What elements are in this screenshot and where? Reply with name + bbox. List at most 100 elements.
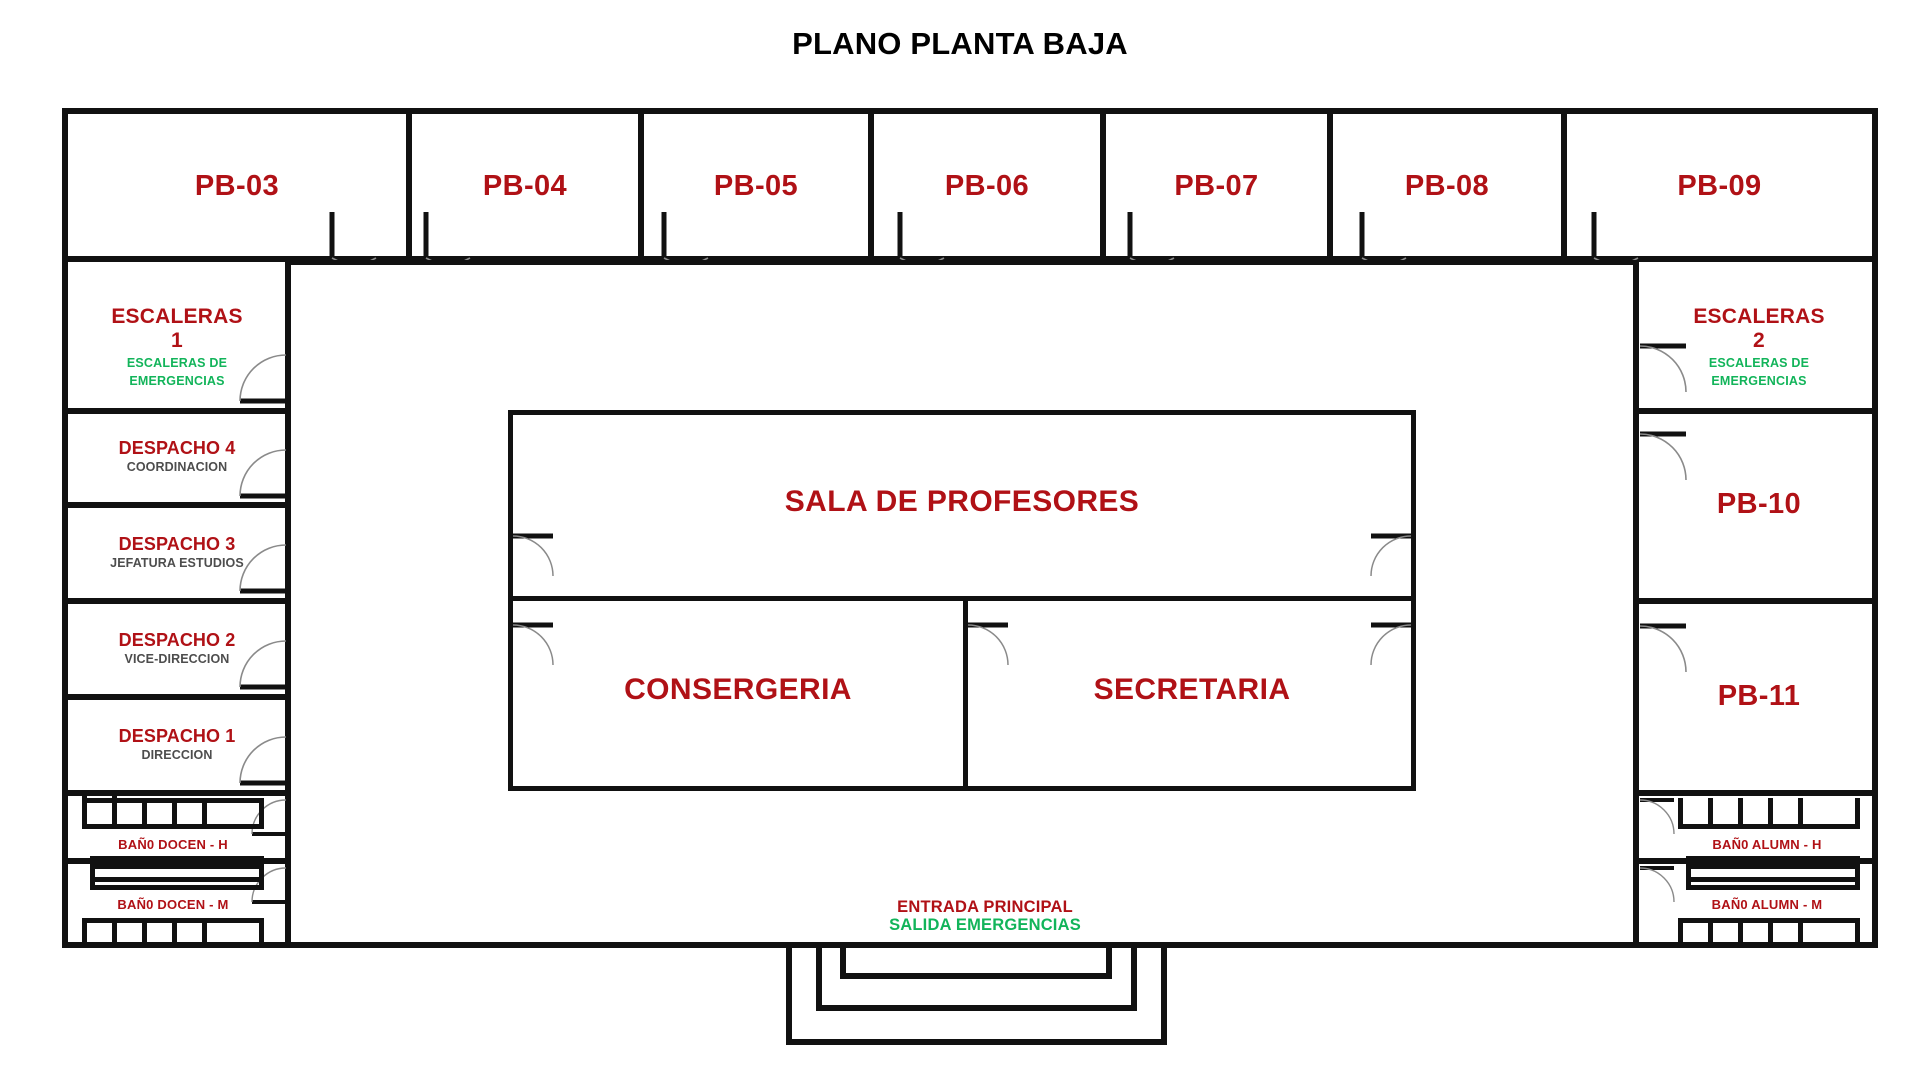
room-name: PB-10 xyxy=(1716,488,1802,520)
door-bano-alumn-m xyxy=(1639,866,1678,906)
room-name: PB-06 xyxy=(944,170,1030,202)
wc-alumn-h-stall-div-2 xyxy=(1708,798,1713,829)
room-name: PB-03 xyxy=(194,170,280,202)
door-pb-03 xyxy=(329,212,386,265)
door-pb-07 xyxy=(1127,212,1184,265)
room-name: ESCALERAS xyxy=(111,305,243,328)
door-pb-11 xyxy=(1639,623,1692,678)
room-name: PB-07 xyxy=(1174,170,1259,202)
wall-left-stairs-bottom xyxy=(62,408,291,414)
wall-classroom-row-bottom xyxy=(62,256,1878,262)
room-name: SECRETARIA xyxy=(1093,673,1291,706)
wc-docen-m-stall-div-6 xyxy=(259,918,264,948)
entrance-main-label: ENTRADA PRINCIPAL xyxy=(897,898,1073,916)
wc-alumn-h-sink-bottom xyxy=(1686,877,1860,882)
wall-divider-pb07-pb08 xyxy=(1327,108,1333,260)
door-despacho-2 xyxy=(239,640,292,693)
room-label-pb-04: PB-04 xyxy=(412,170,638,202)
entrance-emergency-label: SALIDA EMERGENCIAS xyxy=(889,916,1081,935)
room-name: PB-09 xyxy=(1677,170,1762,202)
wc-docen-m-sink-left xyxy=(90,864,95,890)
wc-docen-h-sink-bottom xyxy=(90,877,264,882)
wc-alumn-h-sink-top xyxy=(1686,856,1860,861)
door-sala-profesores-left xyxy=(512,533,559,582)
wc-docen-m-sink-top xyxy=(90,864,264,869)
wall-outer-right xyxy=(1872,108,1878,948)
room-label-consergeria: CONSERGERIA xyxy=(513,673,963,707)
wall-right-pb11-bottom xyxy=(1639,790,1878,796)
room-name: PB-05 xyxy=(713,170,799,202)
entrance-step-mid-right xyxy=(1131,945,1137,1011)
room-name: PB-04 xyxy=(482,170,568,202)
page-title: PLANO PLANTA BAJA xyxy=(792,26,1128,61)
door-consergeria xyxy=(512,622,559,671)
wall-divider-pb03-pb04 xyxy=(406,108,412,260)
door-pb-04 xyxy=(423,212,480,265)
wc-alumn-m-stall-div-4 xyxy=(1768,918,1773,948)
wc-docen-m-sink-right xyxy=(259,864,264,890)
wall-corridor-top xyxy=(285,260,1639,265)
wc-docen-m-stall-div-4 xyxy=(172,918,177,948)
room-name: SALA DE PROFESORES xyxy=(784,485,1140,518)
wc-alumn-m-stall-div-1 xyxy=(1678,918,1683,948)
wc-alumn-h-stall-div-1 xyxy=(1678,798,1683,829)
door-pb-08 xyxy=(1359,212,1416,265)
door-escaleras-2 xyxy=(1639,343,1692,398)
wc-docen-h-stall-div-2 xyxy=(112,798,117,829)
room-name: BAÑ0 ALUMN - M xyxy=(1711,897,1823,912)
wall-left-desp2-bottom xyxy=(62,694,291,700)
room-label-sala-de-profesores: SALA DE PROFESORES xyxy=(513,485,1411,519)
wall-outer-left xyxy=(62,108,68,948)
entrance-step-outer-bottom xyxy=(786,1039,1167,1045)
wc-alumn-h-stall-div-6 xyxy=(1855,798,1860,829)
wall-corridor-left xyxy=(285,260,291,948)
wc-docen-m-stall-div-2 xyxy=(112,918,117,948)
wall-corridor-right xyxy=(1633,260,1639,948)
wc-alumn-m-sink-left xyxy=(1686,864,1691,890)
room-label-secretaria: SECRETARIA xyxy=(968,673,1416,707)
door-pb-06 xyxy=(897,212,954,265)
wall-divider-pb04-pb05 xyxy=(638,108,644,260)
wc-docen-h-stall-div-1 xyxy=(82,798,87,829)
wc-docen-h-stall-div-3 xyxy=(142,798,147,829)
room-label-pb-03: PB-03 xyxy=(68,170,406,202)
door-sala-profesores-right xyxy=(1370,533,1417,582)
wc-docen-m-sink-bottom xyxy=(90,885,264,890)
room-label-pb-11: PB-11 xyxy=(1645,680,1873,712)
entrance-step-mid-left xyxy=(816,945,822,1011)
entrance-step-inner-bottom xyxy=(840,973,1112,979)
room-name: BAÑ0 DOCEN - H xyxy=(118,837,228,852)
entrance-label: ENTRADA PRINCIPAL SALIDA EMERGENCIAS xyxy=(785,898,1185,935)
door-pb-10 xyxy=(1639,431,1692,486)
room-label-pb-06: PB-06 xyxy=(874,170,1100,202)
wc-alumn-m-sink-right xyxy=(1855,864,1860,890)
wall-right-stairs-bottom xyxy=(1639,408,1878,414)
wall-left-wc-h-bottom xyxy=(62,858,291,864)
wall-center-top xyxy=(508,410,1416,415)
entrance-step-inner-right xyxy=(1106,945,1112,979)
room-number: 1 xyxy=(171,328,183,352)
wall-left-desp4-bottom xyxy=(62,502,291,508)
wc-alumn-m-stall-div-2 xyxy=(1708,918,1713,948)
door-pb-09 xyxy=(1591,212,1648,265)
wall-divider-pb05-pb06 xyxy=(868,108,874,260)
door-bano-docen-h xyxy=(251,799,290,838)
wc-docen-h-sink-top xyxy=(90,856,264,861)
door-despacho-1 xyxy=(239,736,292,789)
wc-alumn-m-sink-top xyxy=(1686,864,1860,869)
wc-alumn-h-stall-div-4 xyxy=(1768,798,1773,829)
room-label-bano-alumn-m: BAÑ0 ALUMN - M xyxy=(1660,897,1874,913)
room-name: CONSERGERIA xyxy=(624,673,852,706)
room-label-bano-alumn-h: BAÑ0 ALUMN - H xyxy=(1660,837,1874,853)
wall-outer-top xyxy=(62,108,1878,114)
door-despacho-4 xyxy=(239,449,292,502)
door-secretaria-left xyxy=(967,622,1014,671)
room-label-bano-docen-m: BAÑ0 DOCEN - M xyxy=(68,897,278,913)
wc-alumn-m-sink-bottom xyxy=(1686,885,1860,890)
wc-alumn-h-stall-div-3 xyxy=(1738,798,1743,829)
wall-divider-pb08-pb09 xyxy=(1561,108,1567,260)
wc-alumn-m-stall-div-5 xyxy=(1798,918,1803,948)
wall-center-bottom xyxy=(508,786,1416,791)
wc-docen-m-stall-div-1 xyxy=(82,918,87,948)
